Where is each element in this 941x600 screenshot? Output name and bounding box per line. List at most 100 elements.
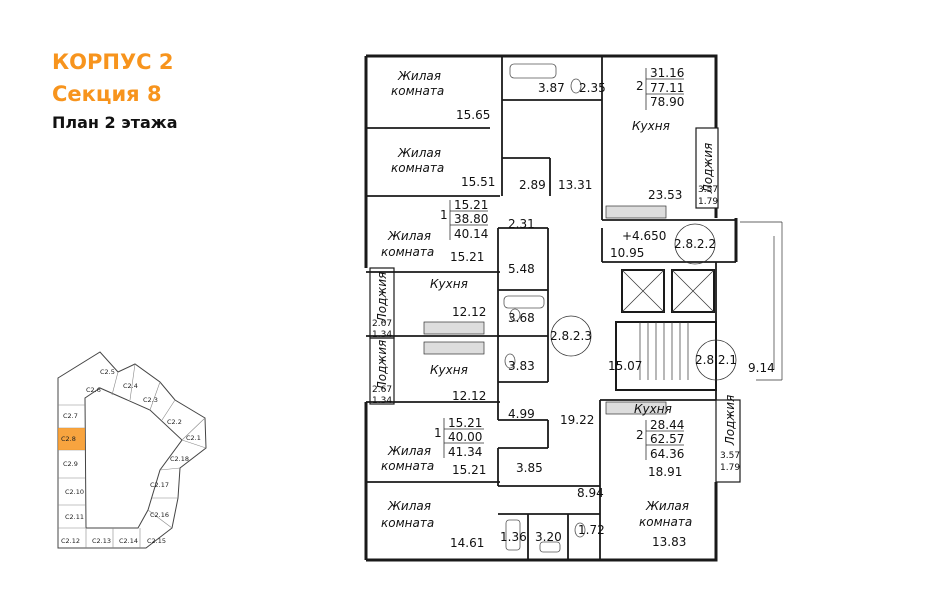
area-15-65: 15.65	[456, 108, 490, 122]
loggia-label-4: Лоджия	[723, 395, 737, 447]
apartment-3-with-loggia: 41.34	[448, 445, 482, 459]
area-12-12-a: 12.12	[452, 305, 486, 319]
area-3-85: 3.85	[516, 461, 543, 475]
loggia-label-2: Лоджия	[375, 272, 389, 324]
area-3-57-top: 3.57	[698, 185, 718, 195]
room-kitchen-2: Кухня	[430, 277, 468, 291]
room-living-3-line2: комната	[381, 245, 434, 259]
apartment-4-total: 62.57	[650, 432, 684, 446]
apartment-3-living: 15.21	[448, 416, 482, 430]
section-c2-13[interactable]: C2.13	[92, 537, 111, 545]
code-2-8-2-1[interactable]: 2.8.2.1	[695, 353, 737, 367]
room-living-4-line2: комната	[381, 459, 434, 473]
area-2-35: 2.35	[579, 81, 606, 95]
area-13-31: 13.31	[558, 178, 592, 192]
area-15-51: 15.51	[461, 175, 495, 189]
apartment-info-1[interactable]: 2 31.16 77.11 78.90	[636, 66, 684, 110]
area-1-72: 1.72	[578, 523, 605, 537]
active-section-marker[interactable]	[58, 428, 85, 450]
room-living-6-line2: комната	[639, 515, 692, 529]
apartment-info-2[interactable]: 1 15.21 38.80 40.14	[440, 198, 488, 241]
section-title: Секция 8	[52, 82, 162, 106]
section-c2-14[interactable]: C2.14	[119, 537, 138, 545]
section-c2-17[interactable]: C2.17	[150, 481, 169, 489]
apartment-3-total: 40.00	[448, 430, 482, 444]
apartment-2-living: 15.21	[454, 198, 488, 212]
section-c2-9[interactable]: C2.9	[63, 460, 78, 468]
room-living-1-line1: Жилая	[397, 69, 441, 83]
area-2-67-a: 2.67	[372, 319, 392, 329]
section-c2-12[interactable]: C2.12	[61, 537, 80, 545]
apartment-1-total: 77.11	[650, 81, 684, 95]
room-kitchen-1: Кухня	[632, 119, 670, 133]
area-15-07: 15.07	[608, 359, 642, 373]
area-1-79-bottom: 1.79	[720, 463, 740, 473]
area-13-83: 13.83	[652, 535, 686, 549]
area-1-34-b: 1.34	[372, 396, 392, 406]
section-c2-18[interactable]: C2.18	[170, 455, 189, 463]
apartment-info-4[interactable]: 2 28.44 62.57 64.36	[636, 418, 684, 461]
apartment-info-3[interactable]: 1 15.21 40.00 41.34	[434, 416, 484, 459]
area-5-48: 5.48	[508, 262, 535, 276]
section-c2-8[interactable]: C2.8	[61, 435, 76, 443]
building-title: КОРПУС 2	[52, 50, 174, 74]
area-3-57-bottom: 3.57	[720, 451, 740, 461]
section-c2-3[interactable]: C2.3	[143, 396, 158, 404]
code-2-8-2-2[interactable]: 2.8.2.2	[674, 237, 716, 251]
section-c2-1[interactable]: C2.1	[186, 434, 201, 442]
area-10-95: 10.95	[610, 246, 644, 260]
room-living-6-line1: Жилая	[645, 499, 689, 513]
apartment-4-rooms: 2	[636, 428, 644, 442]
area-23-53: 23.53	[648, 188, 682, 202]
area-19-22: 19.22	[560, 413, 594, 427]
loggia-label-3: Лоджия	[375, 340, 389, 392]
room-kitchen-3: Кухня	[430, 363, 468, 377]
section-c2-11[interactable]: C2.11	[65, 513, 84, 521]
section-c2-10[interactable]: C2.10	[65, 488, 84, 496]
loggia-label-1: Лоджия	[701, 143, 715, 195]
area-15-21-b: 15.21	[452, 463, 486, 477]
room-living-5-line1: Жилая	[387, 499, 431, 513]
area-3-68: 3.68	[508, 311, 535, 325]
section-c2-5[interactable]: C2.5	[100, 368, 115, 376]
section-c2-4[interactable]: C2.4	[123, 382, 138, 390]
area-14-61: 14.61	[450, 536, 484, 550]
room-living-2-line2: комната	[391, 161, 444, 175]
section-c2-2[interactable]: C2.2	[167, 418, 182, 426]
section-c2-7[interactable]: C2.7	[63, 412, 78, 420]
area-15-21-a: 15.21	[450, 250, 484, 264]
room-living-5-line2: комната	[381, 516, 434, 530]
area-9-14: 9.14	[748, 361, 775, 375]
apartment-2-with-loggia: 40.14	[454, 227, 488, 241]
area-1-36: 1.36	[500, 530, 527, 544]
area-3-20: 3.20	[535, 530, 562, 544]
area-3-83: 3.83	[508, 359, 535, 373]
room-living-4-line1: Жилая	[387, 444, 431, 458]
section-c2-15[interactable]: C2.15	[147, 537, 166, 545]
apartment-1-living: 31.16	[650, 66, 684, 80]
room-kitchen-4: Кухня	[634, 402, 672, 416]
area-3-87: 3.87	[538, 81, 565, 95]
section-c2-6[interactable]: C2.6	[86, 386, 101, 394]
elevation-mark: +4.650	[622, 229, 666, 243]
area-2-89: 2.89	[519, 178, 546, 192]
floor-title: План 2 этажа	[52, 113, 178, 132]
area-8-94: 8.94	[577, 486, 604, 500]
apartment-1-with-loggia: 78.90	[650, 95, 684, 109]
area-12-12-b: 12.12	[452, 389, 486, 403]
code-2-8-2-3[interactable]: 2.8.2.3	[550, 329, 592, 343]
apartment-3-rooms: 1	[434, 426, 442, 440]
area-18-91: 18.91	[648, 465, 682, 479]
apartment-4-with-loggia: 64.36	[650, 447, 684, 461]
area-1-79-top: 1.79	[698, 197, 718, 207]
room-living-3-line1: Жилая	[387, 229, 431, 243]
apartment-2-total: 38.80	[454, 212, 488, 226]
room-living-2-line1: Жилая	[397, 146, 441, 160]
area-1-34-a: 1.34	[372, 330, 392, 340]
apartment-4-living: 28.44	[650, 418, 684, 432]
area-2-67-b: 2.67	[372, 385, 392, 395]
section-c2-16[interactable]: C2.16	[150, 511, 169, 519]
room-living-1-line2: комната	[391, 84, 444, 98]
